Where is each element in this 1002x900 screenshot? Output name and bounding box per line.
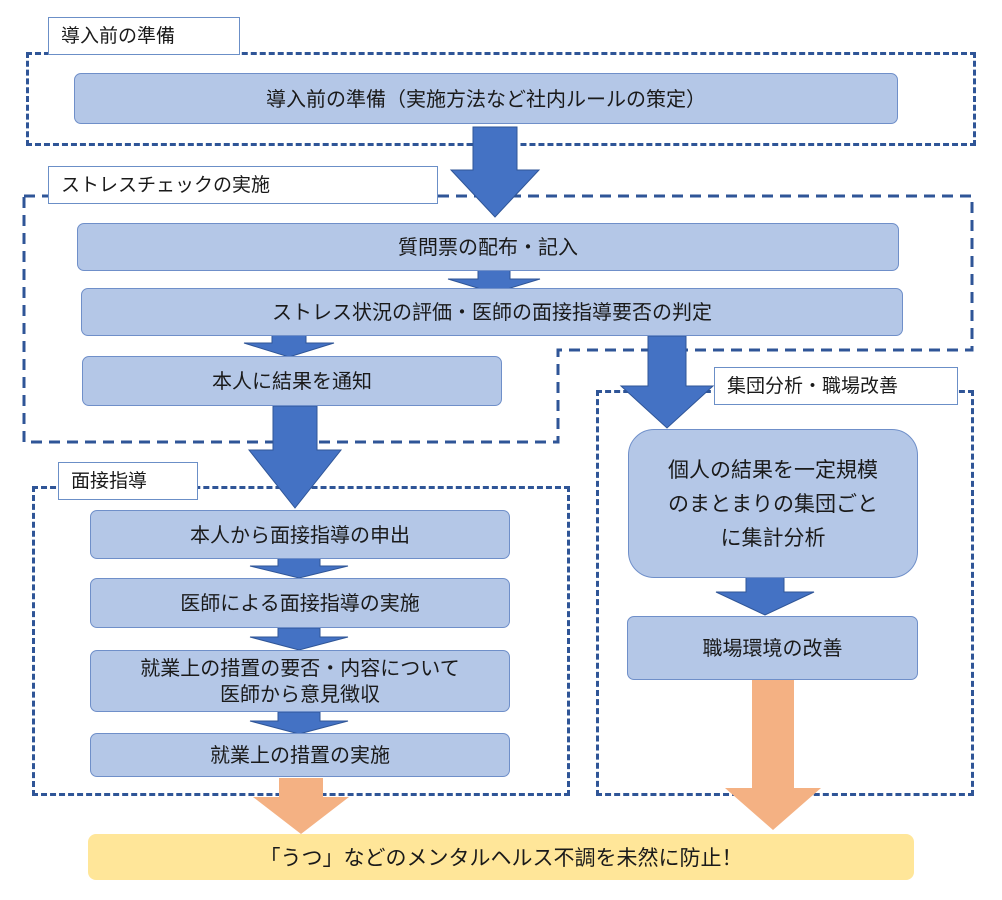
step-group-line3: に集計分析 [720,525,826,550]
step-opinion: 就業上の措置の要否・内容について 医師から意見徴収 [90,650,510,712]
arrow-improve-to-outcome [725,680,821,830]
stress-check-section-title: ストレスチェックの実施 [48,166,438,204]
preparation-section-title: 導入前の準備 [48,17,240,55]
step-measures: 就業上の措置の実施 [90,733,510,777]
arrow-notify-to-interview [247,405,343,509]
step-notify: 本人に結果を通知 [82,356,502,406]
arrow-opinion-to-measures [249,711,349,735]
arrow-interview-to-opinion [249,627,349,651]
arrow-distribute-to-evaluate [447,269,541,294]
outcome-banner: 「うつ」などのメンタルヘルス不調を未然に防止！ [88,834,914,880]
step-evaluate: ストレス状況の評価・医師の面接指導要否の判定 [81,288,903,336]
arrow-request-to-interview [249,557,349,579]
step-group-line2: のまとまりの集団ごと [668,491,878,516]
arrow-evaluate-to-notify [243,333,335,358]
step-group-analysis: 個人の結果を一定規模 のまとまりの集団ごと に集計分析 [628,429,918,578]
arrow-group-to-improve [715,576,815,616]
step-improve: 職場環境の改善 [627,616,918,680]
step-prep-rules: 導入前の準備（実施方法など社内ルールの策定） [74,73,898,124]
interview-section-title: 面接指導 [58,462,198,500]
step-opinion-line2: 医師から意見徴収 [220,682,380,706]
arrow-evaluate-to-group [619,335,715,429]
group-analysis-section-title: 集団分析・職場改善 [714,367,958,405]
step-request: 本人から面接指導の申出 [90,510,510,559]
step-opinion-line1: 就業上の措置の要否・内容について [140,656,460,680]
arrow-prep-to-check [449,126,541,218]
step-distribute: 質問票の配布・記入 [77,223,899,271]
step-group-line1: 個人の結果を一定規模 [668,457,878,482]
arrow-measures-to-outcome [253,778,349,834]
step-doctor-interview: 医師による面接指導の実施 [90,578,510,628]
